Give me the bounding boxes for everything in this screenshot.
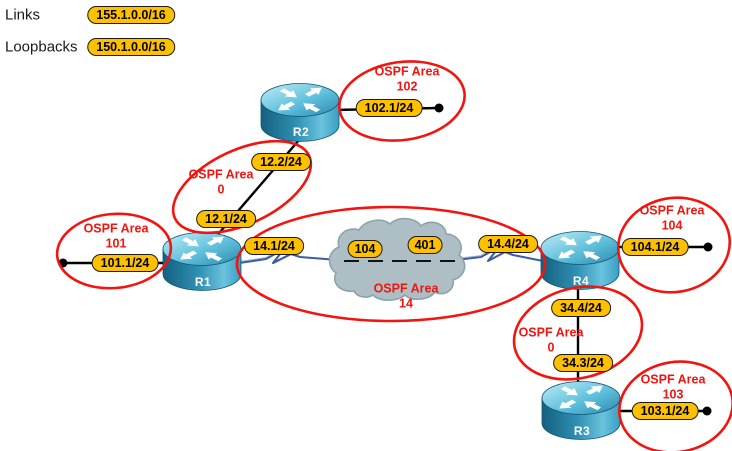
area-label-103: OSPF Area 103: [641, 373, 706, 402]
area-label-0-top: OSPF Area 0: [189, 168, 254, 197]
legend-loopbacks-badge: 150.1.0.0/16: [87, 38, 175, 56]
badge-34-3: 34.3/24: [553, 354, 613, 372]
wan-link-r1-cloud: [238, 247, 339, 265]
area-label-101-number: 101: [105, 236, 127, 250]
stub-dot-area102: [434, 103, 444, 113]
area-104-ellipse: [616, 196, 732, 294]
area-102-ellipse: [338, 60, 466, 142]
area-101-ellipse: [55, 212, 173, 290]
badge-dlci-104: 104: [347, 240, 383, 258]
badge-34-4: 34.4/24: [551, 299, 611, 317]
badge-12-1: 12.1/24: [196, 210, 256, 228]
badge-14-1: 14.1/24: [244, 237, 304, 255]
area-label-101-title: OSPF Area: [83, 221, 149, 236]
area-label-0-top-title: OSPF Area: [188, 167, 254, 182]
area-label-0-bottom-number: 0: [547, 340, 555, 354]
area-label-102-title: OSPF Area: [374, 64, 440, 79]
badge-dlci-401: 401: [407, 236, 443, 254]
badge-102-1: 102.1/24: [355, 99, 423, 117]
area-label-14: OSPF Area 14: [374, 282, 439, 311]
router-label-r2: R2: [292, 125, 310, 139]
area-label-0-bottom-title: OSPF Area: [518, 325, 584, 340]
wan-link-cloud-r4: [455, 245, 544, 263]
area-label-104: OSPF Area 104: [640, 204, 705, 233]
area-label-14-number: 14: [399, 296, 413, 310]
area-label-101: OSPF Area 101: [84, 222, 149, 251]
router-label-r4: R4: [572, 274, 590, 288]
router-label-r1: R1: [194, 275, 212, 289]
badge-101-1: 101.1/24: [91, 254, 159, 272]
area-label-0-bottom: OSPF Area 0: [519, 326, 584, 355]
stub-dot-area104: [703, 242, 713, 252]
legend-loopbacks-label: Loopbacks: [5, 38, 78, 56]
router-label-r3: R3: [573, 424, 591, 438]
badge-103-1: 103.1/24: [631, 402, 699, 420]
stub-dot-area103: [702, 406, 712, 416]
area-0-bottom-ellipse: [512, 285, 644, 381]
area-label-0-top-number: 0: [217, 182, 225, 196]
area-label-104-title: OSPF Area: [639, 203, 705, 218]
area-103-ellipse: [618, 360, 732, 451]
area-label-104-number: 104: [661, 218, 683, 232]
badge-104-1: 104.1/24: [621, 238, 689, 256]
area-14-ellipse: [235, 205, 547, 323]
area-label-103-title: OSPF Area: [640, 372, 706, 387]
badge-14-4: 14.4/24: [478, 235, 538, 253]
area-label-102-number: 102: [396, 79, 418, 93]
legend-links-badge: 155.1.0.0/16: [87, 6, 175, 24]
area-label-103-number: 103: [662, 387, 684, 401]
badge-12-2: 12.2/24: [251, 153, 311, 171]
area-label-14-title: OSPF Area: [373, 281, 439, 296]
legend-links-label: Links: [5, 6, 41, 24]
area-label-102: OSPF Area 102: [375, 65, 440, 94]
